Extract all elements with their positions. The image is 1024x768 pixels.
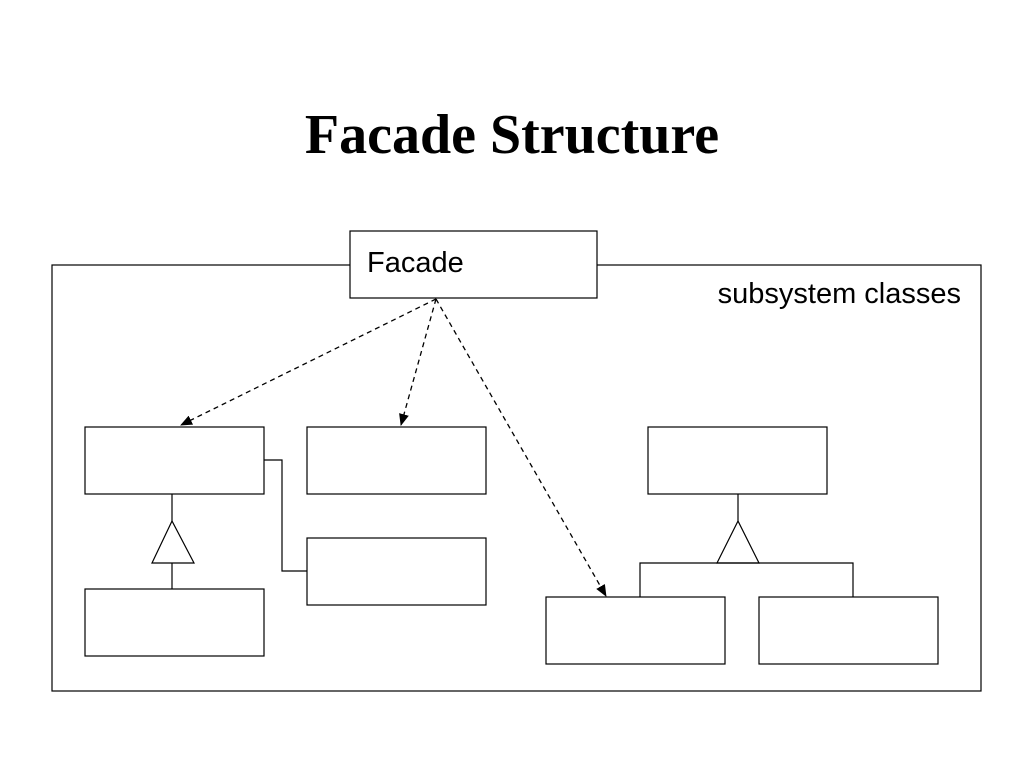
class-box-middle <box>306 537 487 606</box>
inheritance-branch-right <box>639 562 854 597</box>
association-connector <box>264 459 307 572</box>
class-box-top-right <box>647 426 828 495</box>
class-box-bottom-center-right <box>545 596 726 665</box>
dependency-arrow-3 <box>435 298 607 597</box>
class-box-bottom-left <box>84 588 265 657</box>
subsystem-classes-label: subsystem classes <box>718 278 961 310</box>
facade-label: Facade <box>367 247 464 279</box>
inheritance-triangle-left <box>151 519 195 564</box>
facade-class-box <box>349 230 598 299</box>
inheritance-triangle-right <box>716 519 760 564</box>
class-box-top-left <box>84 426 265 495</box>
dependency-arrow-1 <box>180 298 437 426</box>
dependency-arrow-2 <box>399 298 437 426</box>
dependency-arrows <box>180 298 607 597</box>
class-box-bottom-right <box>758 596 939 665</box>
class-box-top-middle <box>306 426 487 495</box>
slide-title: Facade Structure <box>304 104 720 166</box>
